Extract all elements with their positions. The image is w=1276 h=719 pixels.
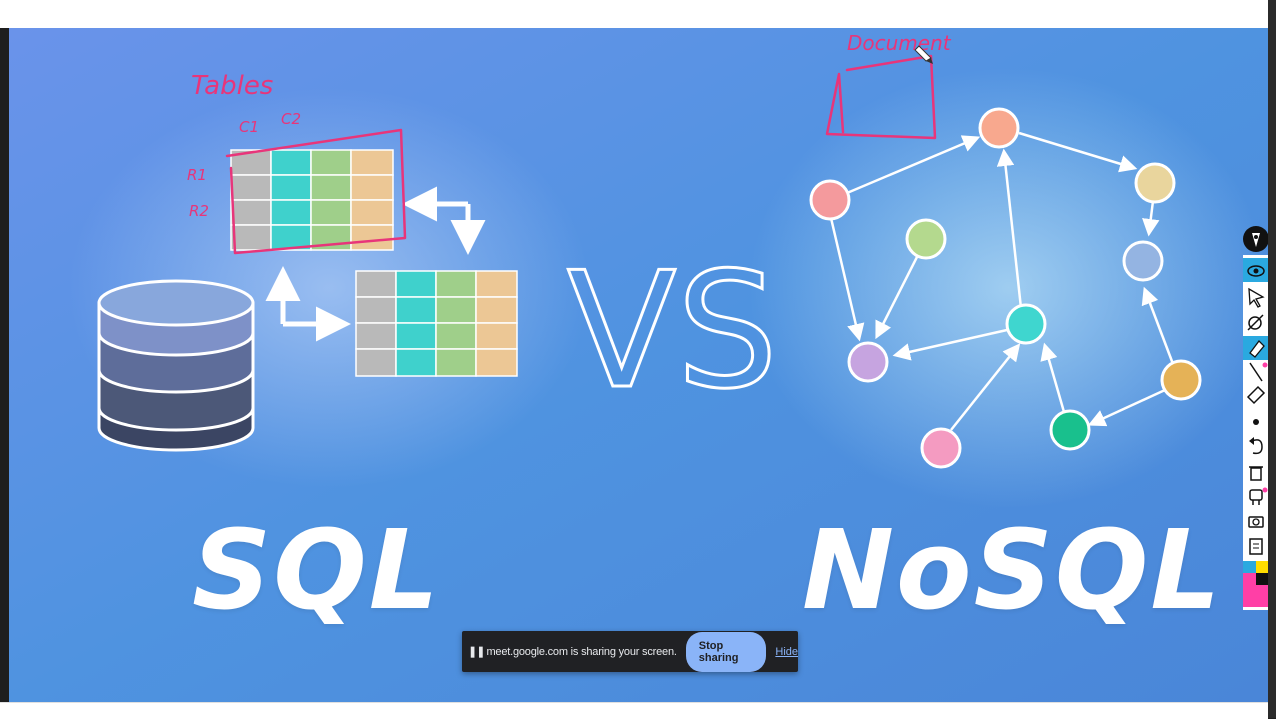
cursor-icon[interactable] bbox=[1248, 287, 1265, 308]
color-palette[interactable] bbox=[1243, 561, 1269, 607]
sql-title: SQL bbox=[192, 506, 441, 634]
highlighter-icon[interactable] bbox=[1249, 340, 1265, 358]
graph-edges bbox=[829, 131, 1175, 431]
graph-node bbox=[920, 427, 962, 469]
ink-annotations bbox=[225, 54, 937, 255]
ink-label-tables: Tables bbox=[191, 71, 273, 101]
pause-icon[interactable]: ❚❚ bbox=[468, 646, 485, 658]
ink-label-document: Document bbox=[847, 31, 952, 55]
graph-nodes bbox=[809, 107, 1202, 469]
table-link-arrows bbox=[265, 186, 486, 342]
database-icon bbox=[97, 279, 255, 452]
share-message: meet.google.com is sharing your screen. bbox=[486, 645, 677, 658]
camera-icon[interactable] bbox=[1248, 516, 1264, 528]
pen-cursor-icon bbox=[914, 45, 933, 64]
graph-node bbox=[809, 179, 851, 221]
ink-document-box bbox=[825, 54, 937, 140]
ink-label-r1: R1 bbox=[187, 166, 207, 184]
table-grid-1 bbox=[230, 149, 394, 251]
ink-label-r2: R2 bbox=[189, 202, 209, 220]
browser-top-bar bbox=[0, 0, 1268, 28]
hide-link[interactable]: Hide bbox=[775, 645, 798, 658]
line-icon[interactable] bbox=[1249, 362, 1268, 382]
graph-node bbox=[847, 341, 889, 383]
vs-label: VS bbox=[567, 237, 778, 424]
window-edge bbox=[1268, 0, 1276, 718]
dot-icon[interactable] bbox=[1253, 419, 1259, 425]
stamp-icon[interactable] bbox=[1249, 487, 1268, 506]
nosql-title: NoSQL bbox=[802, 506, 1223, 634]
ruler-icon[interactable] bbox=[1246, 385, 1266, 405]
stop-sharing-button[interactable]: Stop sharing bbox=[685, 631, 767, 672]
slide-canvas: VS bbox=[9, 28, 1268, 702]
graph-node bbox=[1005, 303, 1047, 345]
graph-node bbox=[905, 218, 947, 260]
browser-bottom-strip bbox=[0, 702, 1268, 719]
shared-slide: VS bbox=[9, 28, 1268, 702]
graph-node bbox=[1049, 409, 1091, 451]
annotation-toolbar bbox=[1243, 225, 1269, 610]
graph-node bbox=[1122, 240, 1164, 282]
graph-node bbox=[978, 107, 1020, 149]
ink-table-outline bbox=[225, 128, 407, 255]
trash-icon[interactable] bbox=[1249, 466, 1263, 481]
undo-icon[interactable] bbox=[1249, 437, 1263, 455]
graph-node bbox=[1134, 162, 1176, 204]
ink-label-c1: C1 bbox=[239, 118, 259, 136]
table-grid-2 bbox=[355, 270, 518, 377]
ink-label-c2: C2 bbox=[281, 110, 301, 128]
clipboard-icon[interactable] bbox=[1249, 538, 1263, 555]
graph-node bbox=[1160, 359, 1202, 401]
eye-icon[interactable] bbox=[1247, 265, 1265, 277]
screen-share-banner: ❚❚ meet.google.com is sharing your scree… bbox=[462, 631, 798, 672]
eraser-icon[interactable] bbox=[1247, 314, 1264, 331]
